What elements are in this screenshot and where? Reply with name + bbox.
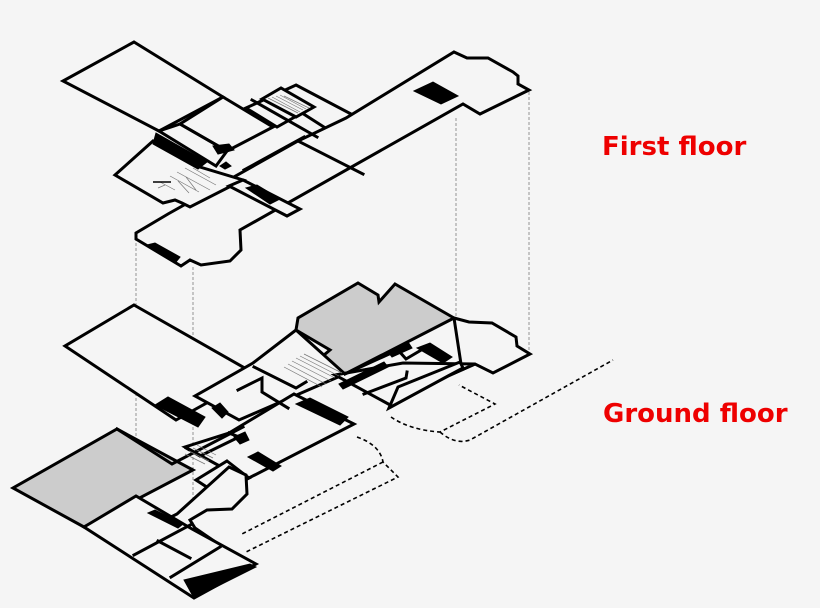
- first-floor-label: First floor: [602, 132, 747, 162]
- ground-floor-plan: [9, 281, 614, 600]
- first-floor-plan: [59, 40, 533, 268]
- ground-floor-label: Ground floor: [603, 399, 788, 429]
